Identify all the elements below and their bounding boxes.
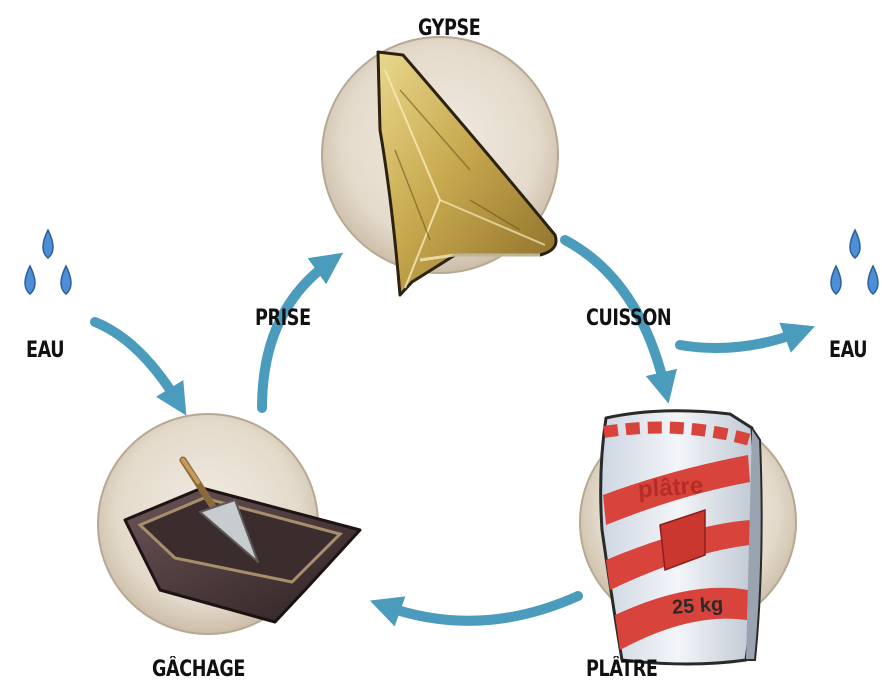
arrow-eau-to-gachage xyxy=(95,322,178,402)
water-drops-icon-right xyxy=(831,230,878,294)
bag-weight-text: 25 kg xyxy=(671,593,724,619)
arrow-prise xyxy=(262,262,330,408)
eau-left-label: EAU xyxy=(26,338,64,363)
gypse-label: GYPSE xyxy=(418,16,480,41)
plaster-bag-icon: plâtre 25 kg xyxy=(601,411,762,664)
bag-brand-text: plâtre xyxy=(637,472,704,503)
gachage-label: GÂCHAGE xyxy=(152,657,245,682)
water-drops-icon-left xyxy=(25,230,71,328)
prise-label: PRISE xyxy=(255,306,311,331)
arrow-to-eau-right xyxy=(680,332,800,348)
platre-label: PLÂTRE xyxy=(586,657,658,682)
eau-right-label: EAU xyxy=(829,338,867,363)
cuisson-label: CUISSON xyxy=(586,306,671,331)
arrow-platre-to-gachage xyxy=(385,596,578,621)
